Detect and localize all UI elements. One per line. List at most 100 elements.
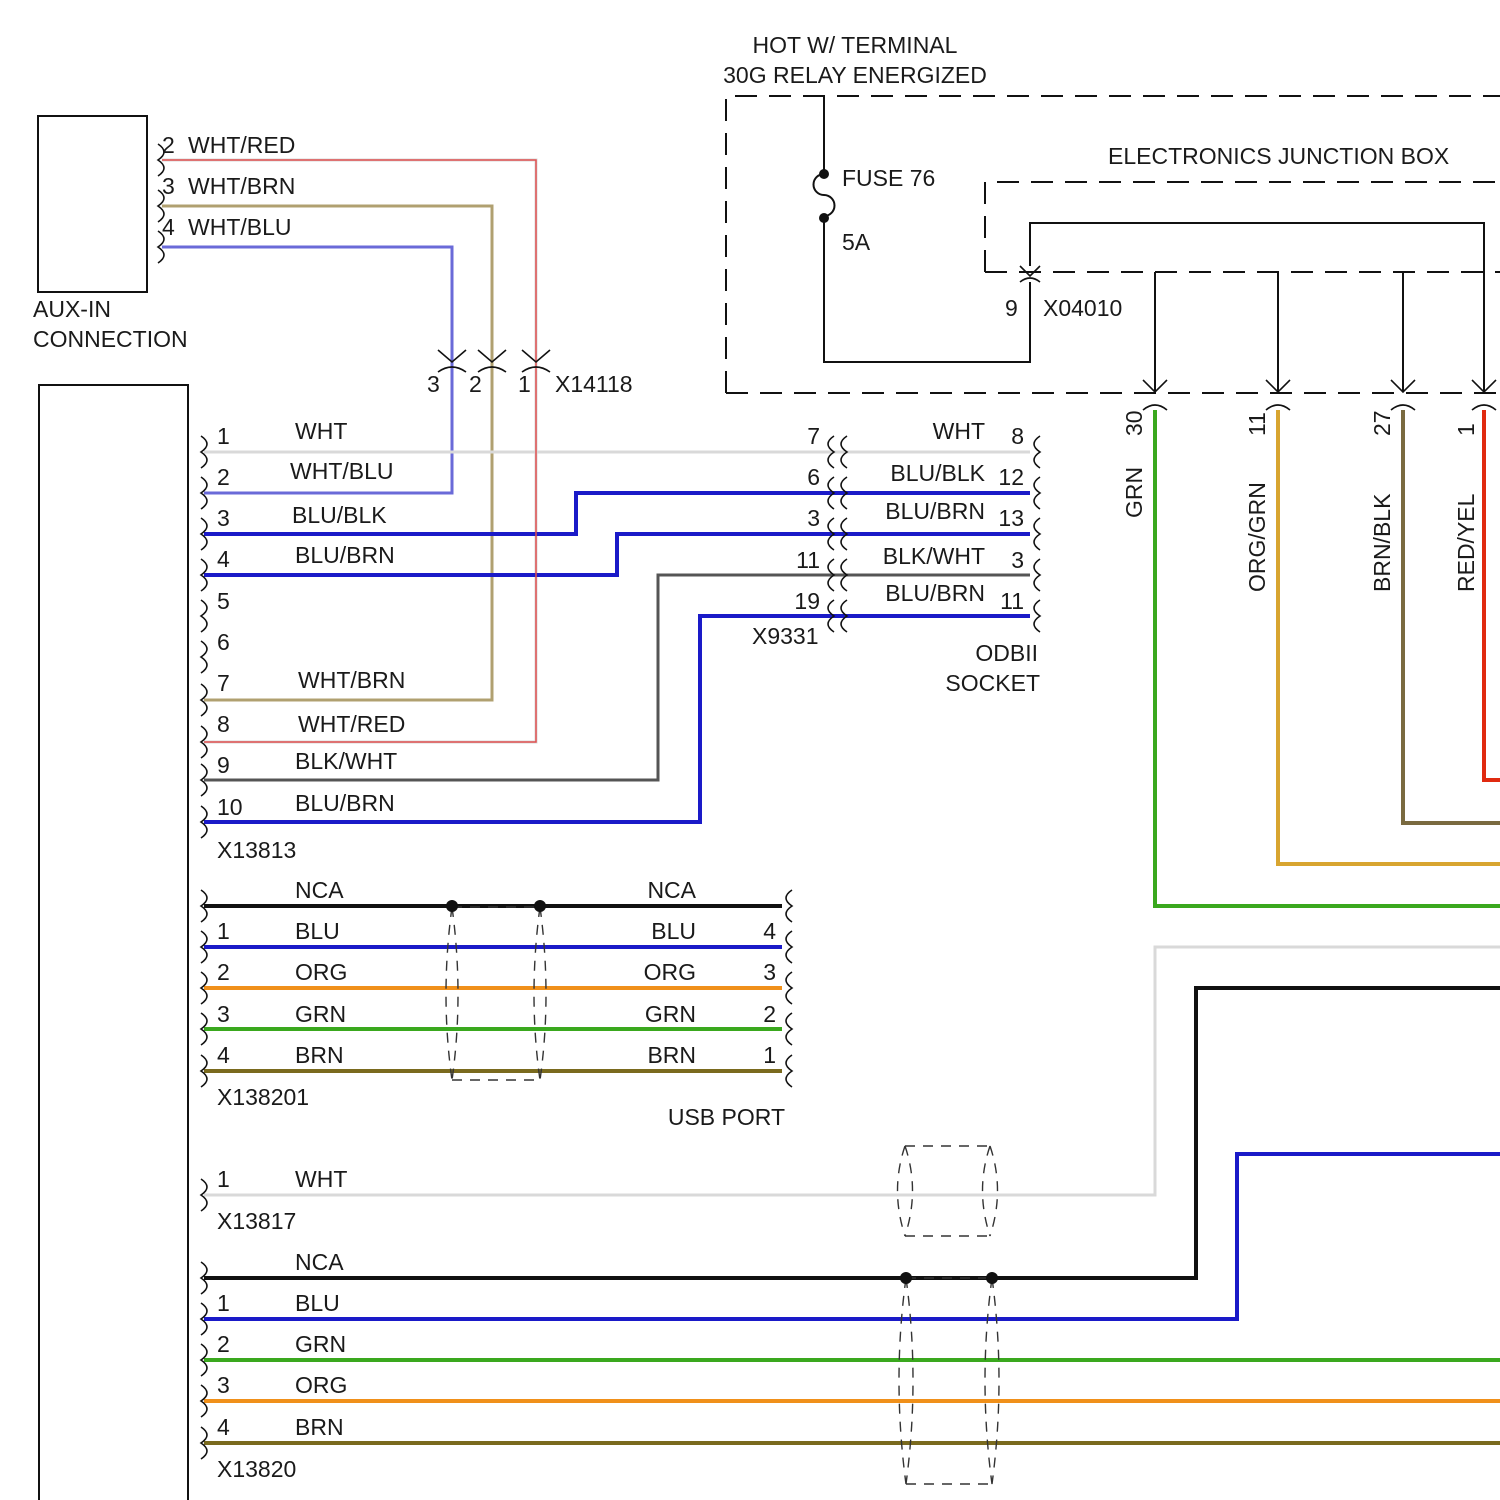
x138201-wire-color: ORG bbox=[295, 959, 347, 985]
junction-box-border bbox=[985, 182, 1500, 272]
right-wire-pin: 30 bbox=[1121, 410, 1147, 436]
usb-pin: 4 bbox=[763, 918, 776, 944]
odbii-pin: 3 bbox=[1011, 547, 1024, 573]
odbii-pin: 11 bbox=[1000, 588, 1024, 614]
x13820-pin: 4 bbox=[217, 1414, 230, 1440]
aux-pin: 2 bbox=[162, 132, 175, 158]
usb-port-label: USB PORT bbox=[668, 1104, 785, 1130]
wire bbox=[204, 988, 1500, 1278]
right-wire-color: BRN/BLK bbox=[1369, 493, 1395, 592]
aux-in-box bbox=[38, 116, 147, 292]
x13813-pin: 8 bbox=[217, 711, 230, 737]
x138201-pin: 1 bbox=[217, 918, 230, 944]
aux-wire-color: WHT/BRN bbox=[188, 173, 295, 199]
x13820-label: X13820 bbox=[217, 1456, 296, 1482]
x04010-pin-icon bbox=[1020, 266, 1040, 282]
relay-label-line1: HOT W/ TERMINAL bbox=[753, 32, 958, 58]
pin-glyph bbox=[786, 931, 792, 963]
usb-wire-color: ORG bbox=[644, 959, 696, 985]
aux-in-label-line1: AUX-IN bbox=[33, 296, 111, 322]
x13813-wire-color: BLU/BRN bbox=[295, 790, 395, 816]
x04010-label: X04010 bbox=[1043, 295, 1122, 321]
x9331-pin: 3 bbox=[807, 505, 820, 531]
x138201-wire-color: BRN bbox=[295, 1042, 344, 1068]
x14118-pin: 2 bbox=[469, 371, 482, 397]
x138201-pin: 2 bbox=[217, 959, 230, 985]
x13820-wire-color: ORG bbox=[295, 1372, 347, 1398]
right-wire-color: GRN bbox=[1121, 467, 1147, 518]
x13813-wire-color: BLK/WHT bbox=[295, 748, 397, 774]
right-wire-pin: 27 bbox=[1369, 410, 1395, 436]
x138201-pin: 3 bbox=[217, 1001, 230, 1027]
x13813-pin: 2 bbox=[217, 464, 230, 490]
x13813-wire-color: BLU/BLK bbox=[292, 502, 387, 528]
pin-glyph bbox=[201, 600, 207, 632]
usb-wire-color: BLU bbox=[651, 918, 696, 944]
x14118-pin: 1 bbox=[518, 371, 531, 397]
odbii-label-line1: ODBII bbox=[975, 640, 1038, 666]
x9331-pin: 11 bbox=[796, 547, 820, 573]
pin-glyph bbox=[786, 1055, 792, 1087]
x13813-wire-color: WHT/RED bbox=[298, 711, 405, 737]
fuse-circuit bbox=[814, 96, 1485, 392]
x04010-pin: 9 bbox=[1005, 295, 1018, 321]
x13813-pin: 5 bbox=[217, 588, 230, 614]
odbii-pin: 13 bbox=[998, 505, 1024, 531]
pin-glyph bbox=[201, 641, 207, 673]
wire bbox=[1278, 410, 1500, 864]
x13813-pin: 6 bbox=[217, 629, 230, 655]
odbii-wire-color: BLU/BRN bbox=[885, 580, 985, 606]
x138201-label: X138201 bbox=[217, 1084, 309, 1110]
x9331-pin: 6 bbox=[807, 464, 820, 490]
x13813-pin: 4 bbox=[217, 546, 230, 572]
odbii-wire-color: WHT bbox=[933, 418, 985, 444]
aux-in-label-line2: CONNECTION bbox=[33, 326, 188, 352]
wire bbox=[1484, 410, 1500, 780]
x13813-labels: 1WHT2WHT/BLU3BLU/BLK4BLU/BRN567WHT/BRN8W… bbox=[217, 418, 405, 820]
odbii-pin: 12 bbox=[998, 464, 1024, 490]
x13813-wire-color: WHT/BRN bbox=[298, 667, 405, 693]
usb-wire-color: NCA bbox=[647, 877, 696, 903]
x13813-pin: 3 bbox=[217, 505, 230, 531]
x13817-pin: 1 bbox=[217, 1166, 230, 1192]
x13820-pin: 2 bbox=[217, 1331, 230, 1357]
arrow-icons bbox=[1143, 380, 1496, 410]
x13813-pin: 10 bbox=[217, 794, 243, 820]
x13820-pin: 3 bbox=[217, 1372, 230, 1398]
odbii-pin: 8 bbox=[1011, 423, 1024, 449]
odbii-label-line2: SOCKET bbox=[945, 670, 1040, 696]
radio-module-box bbox=[39, 385, 188, 1500]
x13817-label: X13817 bbox=[217, 1208, 296, 1234]
pin-glyph bbox=[1034, 600, 1040, 632]
connector-pins bbox=[158, 144, 1040, 1459]
pin-glyph bbox=[1034, 559, 1040, 591]
x138201-wire-color: GRN bbox=[295, 1001, 346, 1027]
right-wire-color: ORG/GRN bbox=[1244, 482, 1270, 592]
aux-pin: 4 bbox=[162, 214, 175, 240]
x13820-pin: 1 bbox=[217, 1290, 230, 1316]
right-wire-color: RED/YEL bbox=[1453, 493, 1479, 592]
x13813-wire-color: WHT/BLU bbox=[290, 458, 394, 484]
splice-dots bbox=[446, 900, 998, 1284]
pin-glyph bbox=[1034, 518, 1040, 550]
x13817-wire-color: WHT bbox=[295, 1166, 347, 1192]
usb-pin: 1 bbox=[763, 1042, 776, 1068]
right-wire-pin: 1 bbox=[1453, 423, 1479, 436]
x13820-wire-color: NCA bbox=[295, 1249, 344, 1275]
odbii-wire-color: BLU/BLK bbox=[890, 460, 985, 486]
aux-pin: 3 bbox=[162, 173, 175, 199]
x138201-wire-color: BLU bbox=[295, 918, 340, 944]
x13813-wire-color: WHT bbox=[295, 418, 347, 444]
x9331-pin: 7 bbox=[807, 423, 820, 449]
x13813-pin: 1 bbox=[217, 423, 230, 449]
usb-wire-color: BRN bbox=[647, 1042, 696, 1068]
right-wire-pin: 11 bbox=[1244, 412, 1270, 436]
pin-glyph bbox=[1034, 477, 1040, 509]
aux-wire-color: WHT/BLU bbox=[188, 214, 292, 240]
x13813-label: X13813 bbox=[217, 837, 296, 863]
x138201-wire-color: NCA bbox=[295, 877, 344, 903]
odbii-wire-color: BLK/WHT bbox=[883, 543, 985, 569]
pin-glyph bbox=[1034, 436, 1040, 468]
